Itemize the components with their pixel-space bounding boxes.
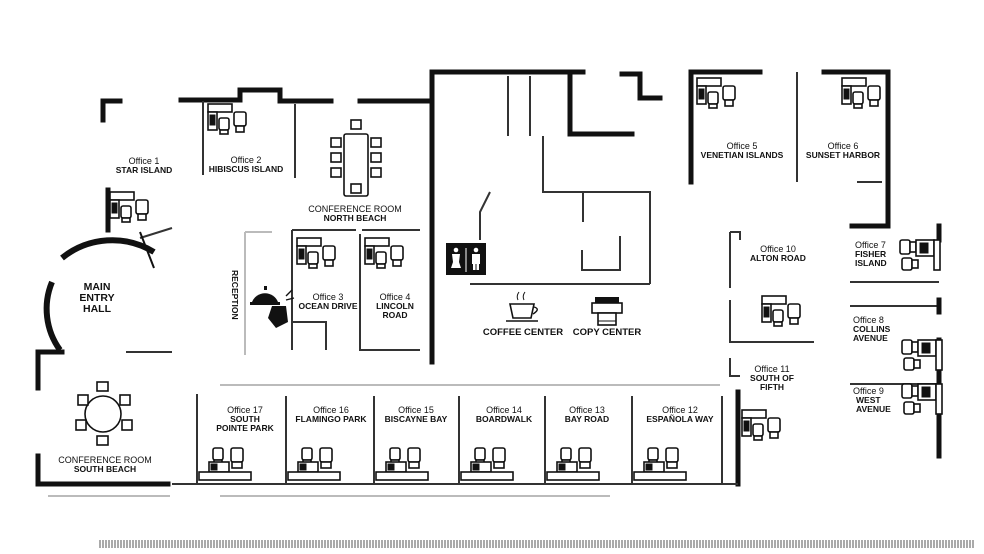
- office-9-label-2: AVENUE: [856, 404, 891, 414]
- office-17-label-2: POINTE PARK: [216, 423, 274, 433]
- conference-north-label: NORTH BEACH: [324, 213, 387, 223]
- conference-table-south: [75, 381, 133, 446]
- office-10-name: Office 10: [760, 244, 796, 254]
- conference-north-title: CONFERENCE ROOM: [308, 204, 402, 214]
- office-7-label-2: ISLAND: [855, 258, 887, 268]
- room-labels: CONFERENCE ROOM NORTH BEACH CONFERENCE R…: [58, 204, 641, 474]
- office-6-name: Office 6: [828, 141, 859, 151]
- reception-label: RECEPTION: [230, 270, 240, 320]
- office-3-label: OCEAN DRIVE: [298, 301, 357, 311]
- coffee-cup-icon: [506, 291, 538, 322]
- office-17-label: SOUTH: [230, 414, 260, 424]
- office-13-name: Office 13: [569, 405, 605, 415]
- office-8-label-2: AVENUE: [853, 333, 888, 343]
- office-8-name: Office 8: [853, 315, 884, 325]
- walls: [35, 69, 942, 497]
- office-4-name: Office 4: [380, 292, 411, 302]
- scale-bar: [99, 540, 974, 548]
- office-15-label: BISCAYNE BAY: [385, 414, 448, 424]
- office-2-name: Office 2: [231, 155, 262, 165]
- office-17-name: Office 17: [227, 405, 263, 415]
- office-15-name: Office 15: [398, 405, 434, 415]
- office-7-label: FISHER: [855, 249, 886, 259]
- office-9-label: WEST: [856, 395, 881, 405]
- office-1-label: STAR ISLAND: [116, 165, 173, 175]
- printer-icon: [591, 297, 623, 326]
- office-16-name: Office 16: [313, 405, 349, 415]
- office-14-name: Office 14: [486, 405, 522, 415]
- office-3-name: Office 3: [313, 292, 344, 302]
- office-14-label: BOARDWALK: [476, 414, 533, 424]
- office-11-name: Office 11: [754, 364, 789, 374]
- entry-doors: [43, 231, 156, 352]
- office-2-label: HIBISCUS ISLAND: [209, 164, 284, 174]
- conference-table-north: [330, 119, 382, 197]
- office-7-name: Office 7: [855, 240, 886, 250]
- office-5-label: VENETIAN ISLANDS: [701, 150, 784, 160]
- office-10-label: ALTON ROAD: [750, 253, 806, 263]
- office-16-label: FLAMINGO PARK: [295, 414, 367, 424]
- office-13-label: BAY ROAD: [565, 414, 609, 424]
- office-11-label: SOUTH OF: [750, 373, 794, 383]
- main-entry-line-1: MAIN: [84, 281, 111, 293]
- restroom-icon: [446, 243, 486, 275]
- office-12-name: Office 12: [662, 405, 698, 415]
- office-9-name: Office 9: [853, 386, 884, 396]
- office-6-label: SUNSET HARBOR: [806, 150, 880, 160]
- office-8-label: COLLINS: [853, 324, 891, 334]
- main-entry-line-2: ENTRY: [79, 292, 114, 304]
- copy-center-label: COPY CENTER: [573, 327, 642, 338]
- conference-south-label: SOUTH BEACH: [74, 464, 136, 474]
- office-1-name: Office 1: [129, 156, 160, 166]
- coffee-center-label: COFFEE CENTER: [483, 327, 563, 338]
- main-entry-line-3: HALL: [83, 303, 112, 315]
- office-4-label-2: ROAD: [382, 310, 407, 320]
- reception-bell-icon: [250, 286, 295, 328]
- office-4-label: LINCOLN: [376, 301, 414, 311]
- office-5-name: Office 5: [727, 141, 758, 151]
- office-12-label: ESPAÑOLA WAY: [646, 414, 714, 424]
- office-labels: Office 1 STAR ISLAND Office 2 HIBISCUS I…: [116, 141, 891, 433]
- office-11-label-2: FIFTH: [760, 382, 784, 392]
- conference-south-title: CONFERENCE ROOM: [58, 455, 152, 465]
